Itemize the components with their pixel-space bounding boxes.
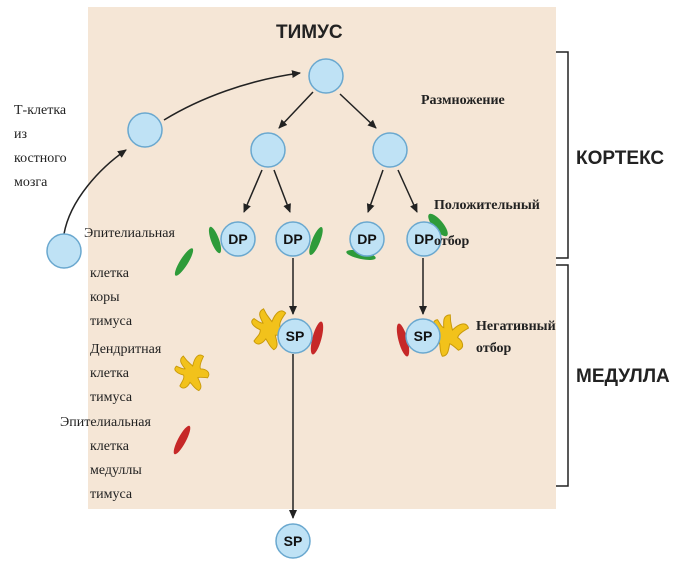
legend-medulla-epithelial-line: клетка [90, 439, 129, 454]
cells [46, 58, 408, 269]
sp-label-2: SP [414, 328, 433, 344]
legend-cortex-epithelial-line: тимуса [90, 314, 133, 329]
diagram-title: ТИМУС [276, 22, 343, 43]
arrows [63, 70, 427, 519]
cortex-bracket [556, 51, 569, 259]
negative-selection-label: Негативный отбор [476, 319, 556, 356]
arrow-right-dp4 [397, 169, 418, 213]
labeled-cells: DP DP DP DP SP SP SP [220, 221, 442, 559]
thymocyte-right [372, 132, 408, 168]
dp-label-3: DP [357, 231, 376, 247]
dp-label-2: DP [283, 231, 302, 247]
arrow-left-dp2 [273, 169, 291, 213]
legend-medulla-epithelial-line: медуллы [90, 463, 142, 478]
thymocyte-top [308, 58, 344, 94]
legend-medulla-epithelial-icon [173, 425, 191, 455]
arrow-left-dp1 [243, 169, 263, 213]
medulla-epithelial-cells [173, 321, 410, 455]
sp-label-1: SP [286, 328, 305, 344]
arrow-bone-marrow-to-cell [63, 149, 127, 235]
positive-selection-label: Положительный отбор [434, 198, 540, 249]
legend-dendritic-label: Дендритная клетка тимуса [90, 342, 162, 405]
medulla-bracket [556, 264, 569, 487]
migrating-t-cell [127, 112, 163, 148]
dp-label-1: DP [228, 231, 247, 247]
medulla-label: МЕДУЛЛА [576, 366, 670, 387]
legend-medulla-epithelial-line: тимуса [90, 487, 133, 502]
proliferation-label: Размножение [421, 93, 505, 108]
t-cell-label: Т-клетка из костного мозга [14, 103, 67, 190]
legend-cortex-epithelial-line: коры [90, 290, 120, 305]
dp-label-4: DP [414, 231, 433, 247]
legend-medulla-epithelial-label: Эпителиальная клетка медуллы тимуса [60, 411, 151, 507]
arrow-cell-to-top [163, 70, 301, 121]
sp-label-out: SP [284, 533, 303, 549]
bone-marrow-t-cell [46, 233, 82, 269]
legend-cortex-epithelial-icon [174, 248, 194, 276]
thymocyte-left [250, 132, 286, 168]
arrow-right-dp3 [366, 169, 384, 213]
legend-cortex-epithelial-line: клетка [90, 266, 129, 281]
arrow-top-right [339, 93, 377, 129]
arrow-top-left [278, 91, 314, 129]
legend-cortex-epithelial-line: Эпителиальная [84, 226, 175, 241]
legend-cortex-epithelial-label: Эпителиальная клетка коры тимуса [84, 222, 175, 334]
legend-medulla-epithelial-line: Эпителиальная [60, 415, 151, 430]
cortex-label: КОРТЕКС [576, 148, 665, 169]
